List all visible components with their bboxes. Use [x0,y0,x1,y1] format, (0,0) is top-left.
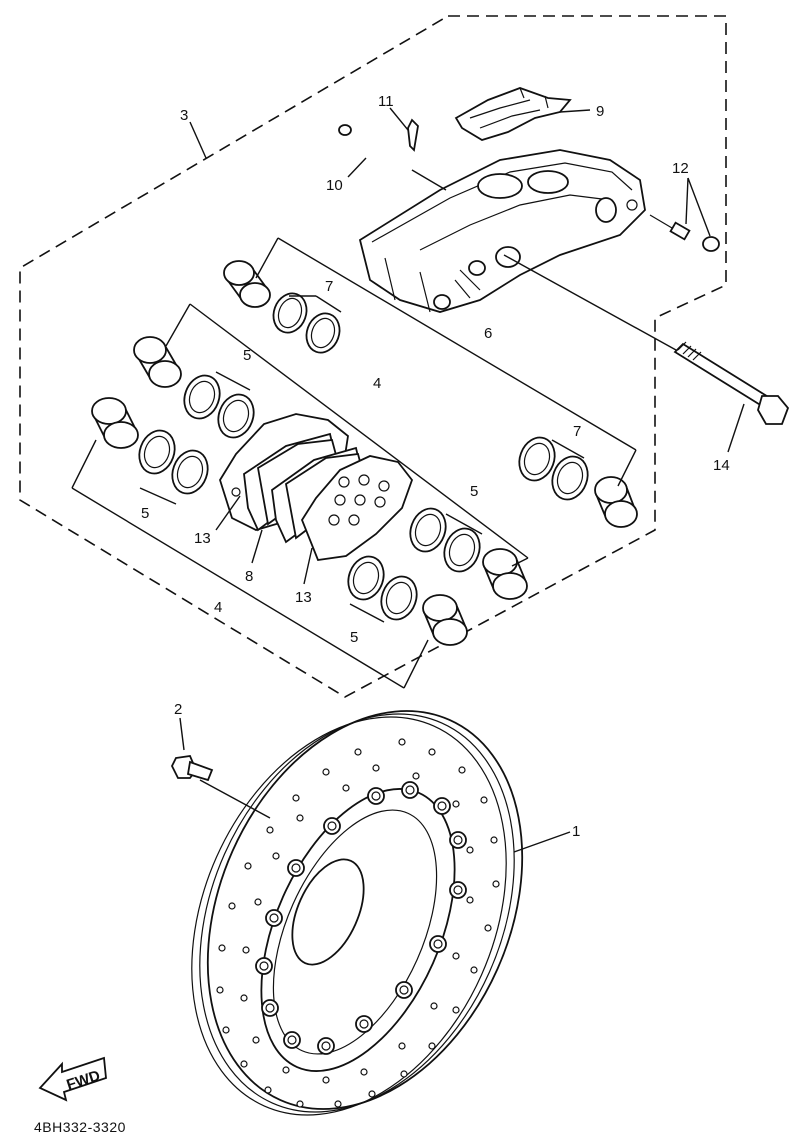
piston-seal [272,292,308,334]
callout-3: 3 [180,107,188,124]
disc-drill-holes [216,738,500,1108]
callout-6: 6 [484,325,492,342]
piston [223,260,271,308]
callout-4: 4 [373,375,381,392]
callout-12: 12 [672,160,689,177]
dust-seal [518,436,556,482]
dust-seal [305,312,341,354]
callout-9: 9 [596,103,604,120]
piston-seal [380,575,418,621]
callout-7: 7 [325,278,333,295]
assembly-boundary [19,15,727,698]
callout-5: 5 [243,347,251,364]
pad-pin [338,124,413,172]
pad-shim [300,455,414,561]
piston-seal [183,374,221,420]
piston [133,336,182,388]
callout-4: 4 [214,599,222,616]
dust-seal [217,393,255,439]
dust-seal [347,555,385,601]
callout-7: 7 [573,423,581,440]
dust-seal [409,507,447,553]
callout-13: 13 [194,530,211,547]
callout-10: 10 [326,177,343,194]
piston-seal [443,527,481,573]
leader-lines [71,107,745,853]
callout-5: 5 [141,505,149,522]
callout-2: 2 [174,701,182,718]
callout-5: 5 [350,629,358,646]
caliper-bolt [673,341,790,425]
piston [482,548,528,600]
bleed-cap [702,236,720,252]
piston-seal [138,429,176,475]
callout-5: 5 [470,483,478,500]
bleed-screw [649,214,691,241]
disc-bolt [170,755,271,819]
piston [594,476,638,528]
caliper-body [358,149,646,313]
figure-code: 4BH332-3320 [34,1119,126,1135]
disc-floating-buttons [255,781,467,1055]
forward-direction-arrow: FWD [38,1056,107,1102]
pad-spring [454,87,572,141]
callout-14: 14 [713,457,730,474]
piston-seal [551,455,589,501]
callout-13: 13 [295,589,312,606]
brake-disc [191,710,524,1116]
piston [422,594,468,646]
callout-labels: 1 2 3 4 4 5 5 5 5 6 7 7 8 9 10 11 12 13 … [141,93,730,840]
dust-seal [171,449,209,495]
callout-1: 1 [572,823,580,840]
pad-pin-clip [407,118,419,152]
callout-11: 11 [378,93,394,110]
callout-8: 8 [245,568,253,585]
piston [91,397,139,449]
